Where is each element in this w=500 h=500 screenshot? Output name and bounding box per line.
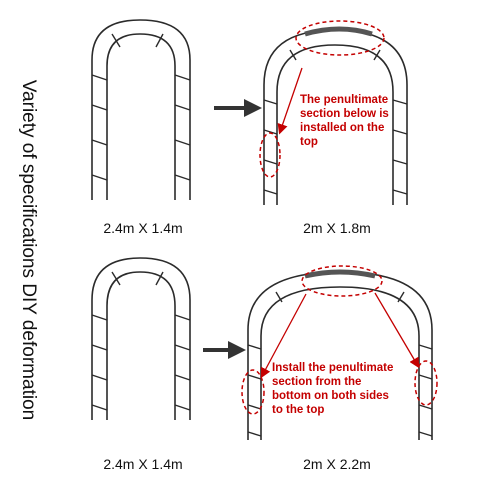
- highlight-top: [259, 20, 385, 178]
- note-bottom-line-2: section from the: [272, 376, 362, 388]
- caption-bottom-left: 2.4m X 1.4m: [103, 456, 183, 472]
- highlight-bottom: [241, 265, 438, 415]
- caption-top-right: 2m X 1.8m: [303, 220, 371, 236]
- note-top: The penultimate section below is install…: [300, 93, 389, 149]
- arrow-top: [214, 99, 262, 117]
- note-top-line-2: section below is: [300, 108, 389, 120]
- pointer-bottom-left: [260, 293, 307, 379]
- arch-bottom-left: [91, 257, 191, 420]
- note-bottom-line-1: Install the penultimate: [272, 362, 394, 374]
- caption-bottom-right: 2m X 2.2m: [303, 456, 371, 472]
- note-bottom-line-3: bottom on both sides: [272, 390, 389, 402]
- arch-bottom-right: [247, 269, 433, 440]
- note-bottom: Install the penultimate section from the…: [272, 361, 393, 417]
- pointer-top: [277, 67, 303, 135]
- arch-top-right: [263, 26, 408, 205]
- pointer-bottom-right: [374, 292, 420, 369]
- note-top-line-3: installed on the: [300, 122, 385, 134]
- caption-top-left: 2.4m X 1.4m: [103, 220, 183, 236]
- note-bottom-line-4: to the top: [272, 404, 325, 416]
- arrow-bottom: [203, 341, 246, 359]
- arch-top-left: [91, 19, 191, 200]
- note-top-line-1: The penultimate: [300, 94, 389, 106]
- note-top-line-4: top: [300, 136, 318, 148]
